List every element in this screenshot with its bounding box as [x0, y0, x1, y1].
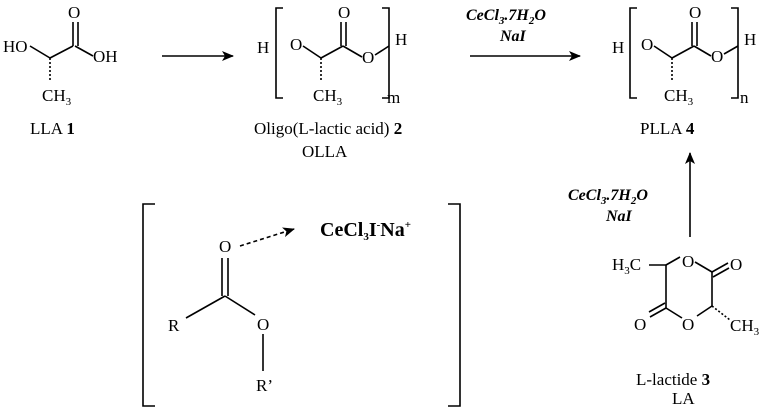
plla-structure: H O O O H n CH3 PLLA 4 [612, 3, 756, 138]
olla-o1: O [290, 35, 302, 54]
lactide-bond-e [665, 307, 683, 319]
complex-r-prime: R’ [256, 376, 273, 395]
activation-complex: O CeCl3I-Na+ R O R’ [142, 203, 461, 407]
olla-bond-2 [320, 45, 344, 59]
coordination-arrow [239, 227, 295, 247]
cond-side-line1: CeCl3.7H2O [568, 187, 648, 207]
lactide-o-ring-bottom: O [682, 315, 694, 334]
plla-bracket-right [731, 7, 739, 99]
complex-bracket-left [142, 203, 155, 407]
complex-reagent: CeCl3I-Na+ [320, 219, 411, 243]
lactide-h3c: H3C [612, 255, 641, 277]
plla-bracket-left [629, 7, 637, 99]
lla-o: O [68, 3, 80, 22]
complex-bond-o [224, 295, 256, 316]
olla-label: Oligo(L-lactic acid) 2 [254, 119, 402, 138]
lactide-bond-co-l1 [649, 307, 667, 318]
lla-ho: HO [3, 37, 28, 56]
lactide-bond-co-r1 [711, 262, 729, 273]
olla-bond-3 [342, 45, 363, 58]
lactide-o-right: O [730, 255, 742, 274]
plla-repeat-n: n [740, 88, 749, 107]
plla-h-right: H [744, 30, 756, 49]
lactide-structure: H3C O O CH3 O O L-lactide 3 LA [612, 252, 760, 408]
olla-o2: O [338, 3, 350, 22]
olla-abbr: OLLA [302, 142, 348, 161]
plla-o1: O [641, 35, 653, 54]
plla-bond-1 [653, 45, 673, 59]
olla-h-right: H [395, 30, 407, 49]
lactide-o-ring-top: O [682, 252, 694, 271]
lactide-label: L-lactide 3 [636, 370, 710, 389]
lactide-o-left: O [634, 315, 646, 334]
lla-label: LLA 1 [30, 119, 75, 138]
plla-o3: O [711, 47, 723, 66]
plla-h-left: H [612, 38, 624, 57]
complex-r: R [168, 316, 180, 335]
lactide-bond-b [694, 261, 713, 273]
cond-top-line1: CeCl3.7H2O [466, 7, 546, 27]
plla-bond-3 [693, 45, 712, 57]
lla-structure: HO O OH CH3 LLA 1 [3, 3, 118, 138]
lla-bond-coh [74, 45, 94, 57]
lactide-abbr: LA [672, 389, 695, 408]
complex-o-carbonyl: O [219, 237, 231, 256]
complex-o-ester: O [257, 315, 269, 334]
lactide-bond-me2 [711, 305, 731, 321]
lactide-bond-d [696, 305, 713, 317]
conditions-top: CeCl3.7H2O NaI [466, 7, 546, 45]
lactide-bond-co-l2 [648, 302, 666, 313]
conditions-side: CeCl3.7H2O NaI [568, 187, 648, 225]
lactide-bond-co-r2 [712, 267, 730, 278]
cond-side-line2: NaI [605, 208, 633, 225]
olla-bond-1 [302, 45, 322, 59]
plla-bond-2 [671, 45, 695, 59]
lactide-ch3: CH3 [730, 316, 760, 338]
lla-bond-ho [29, 45, 51, 59]
olla-o3: O [362, 48, 374, 67]
olla-structure: H O O O H m CH3 Oligo(L-lactic acid) 2 O… [254, 3, 407, 161]
cond-top-line2: NaI [499, 28, 527, 45]
olla-repeat-m: m [387, 88, 400, 107]
lla-bond-cc [49, 45, 74, 59]
olla-ch3: CH3 [313, 86, 343, 108]
olla-bond-4 [374, 45, 390, 56]
plla-bond-4 [723, 45, 739, 55]
lla-ch3: CH3 [42, 86, 72, 108]
plla-label: PLLA 4 [640, 119, 695, 138]
olla-bracket-left [275, 7, 283, 99]
plla-ch3: CH3 [664, 86, 694, 108]
lla-oh: OH [93, 47, 118, 66]
complex-bracket-right [448, 203, 461, 407]
lactide-bond-a [665, 256, 681, 266]
complex-bond-r [185, 295, 226, 319]
plla-o2: O [689, 3, 701, 22]
olla-bracket-right [382, 7, 390, 99]
olla-h-left: H [257, 38, 269, 57]
